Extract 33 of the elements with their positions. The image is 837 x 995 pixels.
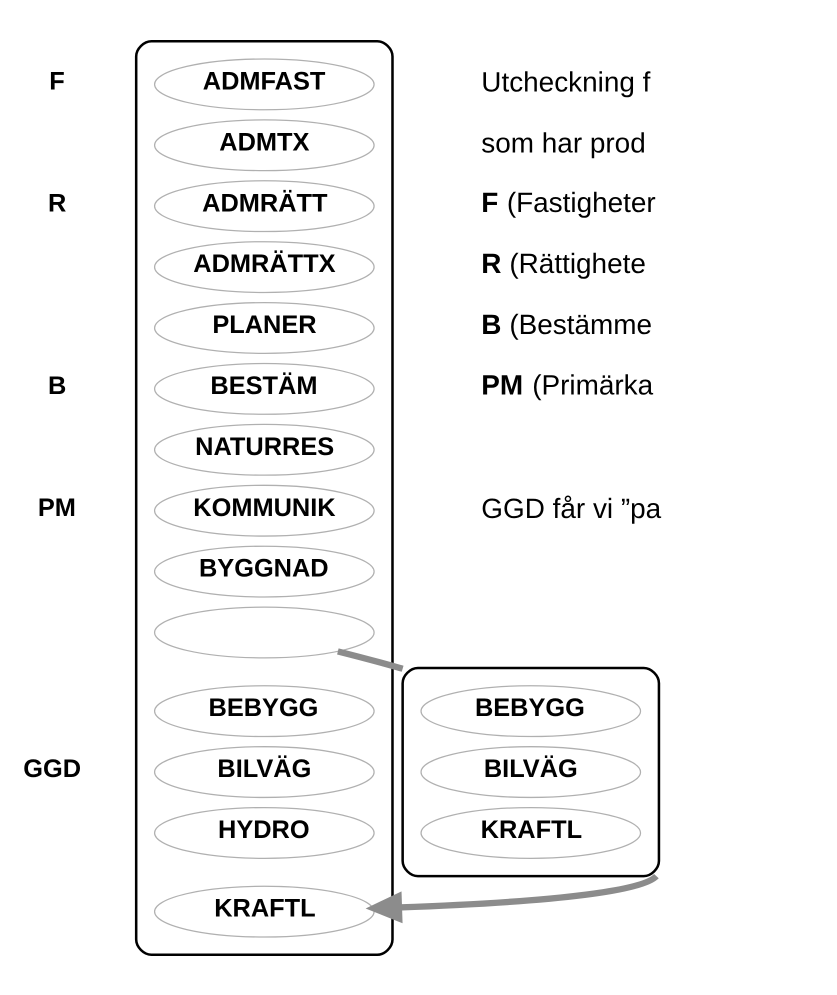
label: R (Rättighete <box>481 247 646 278</box>
connector <box>337 648 404 672</box>
label: GGD <box>23 754 82 783</box>
label: B (Bestämme <box>481 308 652 340</box>
node-ellipse: NATURRES <box>154 423 375 476</box>
cluster <box>401 666 660 877</box>
node-ellipse: ADMRÄTT <box>154 180 375 232</box>
node-ellipse: PLANER <box>154 301 375 354</box>
node-ellipse: KRAFTL <box>154 885 375 938</box>
label: GGD får vi ”pa <box>481 492 662 524</box>
node-ellipse: BILVÄG <box>420 746 642 798</box>
label: PM (Primärka <box>481 369 654 400</box>
label: B <box>48 371 66 400</box>
label: som har prod <box>481 126 646 158</box>
node-circle <box>154 606 375 658</box>
label: PM <box>38 493 76 522</box>
label: F <box>49 66 65 95</box>
node-ellipse: BEBYGG <box>420 684 642 737</box>
node-ellipse: BILVÄG <box>154 746 375 798</box>
node-ellipse: ADMTX <box>154 118 375 171</box>
label: F (Fastigheter <box>481 186 656 218</box>
cluster <box>134 39 394 956</box>
node-ellipse: HYDRO <box>154 806 375 858</box>
label: R <box>48 188 66 217</box>
arrow <box>366 872 658 923</box>
node-ellipse: KRAFTL <box>420 806 642 858</box>
node-ellipse: ADMFAST <box>154 58 375 110</box>
node-ellipse: BEBYGG <box>154 684 375 737</box>
node-ellipse: KOMMUNIK <box>154 484 375 536</box>
node-ellipse: ADMRÄTTX <box>154 240 375 293</box>
label: Utcheckning f <box>481 66 650 97</box>
node-ellipse: BESTÄM <box>154 362 375 414</box>
node-ellipse: BYGGNAD <box>154 545 375 598</box>
